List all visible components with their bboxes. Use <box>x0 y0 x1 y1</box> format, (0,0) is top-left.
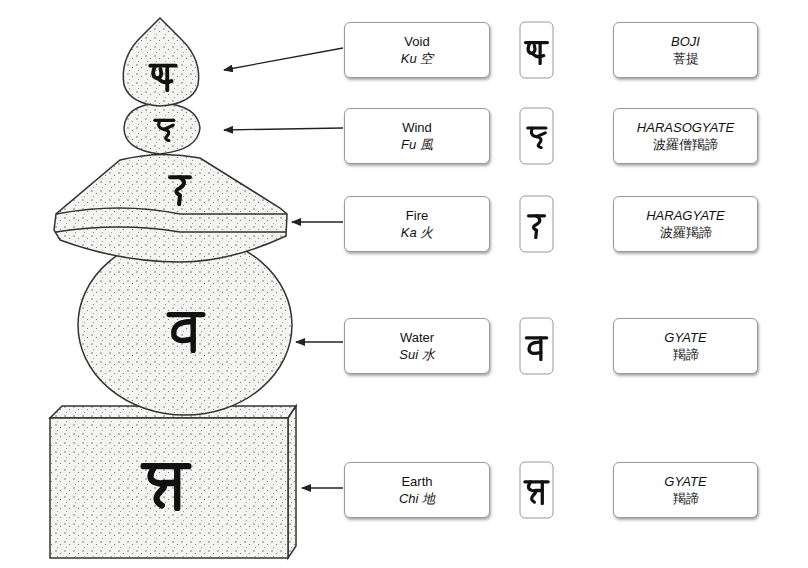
box-title: GYATE <box>664 329 706 346</box>
box-subtitle: 羯諦 <box>673 490 699 507</box>
box-subtitle: 菩提 <box>673 50 699 67</box>
box-title: Wind <box>402 119 432 136</box>
box-subtitle: 波羅僧羯諦 <box>653 136 718 153</box>
box-subtitle: 波羅羯諦 <box>660 224 712 241</box>
box-title: BOJI <box>671 33 700 50</box>
box-subtitle: Ka 火 <box>401 224 434 241</box>
box-title: Void <box>404 33 429 50</box>
box-subtitle: Sui 水 <box>399 346 434 363</box>
box-title: HARAGYATE <box>646 207 725 224</box>
mantra-box: GYATE羯諦 <box>613 462 758 518</box>
element-box: WindFu 風 <box>344 108 490 164</box>
mantra-box: HARASOGYATE波羅僧羯諦 <box>613 108 758 164</box>
element-box: VoidKu 空 <box>344 22 490 78</box>
element-box: FireKa 火 <box>344 196 490 252</box>
mantra-box: GYATE羯諦 <box>613 318 758 374</box>
box-subtitle: Ku 空 <box>401 50 434 67</box>
box-subtitle: Fu 風 <box>401 136 433 153</box>
mantra-box: HARAGYATE波羅羯諦 <box>613 196 758 252</box>
box-title: GYATE <box>664 473 706 490</box>
element-box: EarthChi 地 <box>344 462 490 518</box>
box-title: Fire <box>406 207 428 224</box>
mantra-box: BOJI菩提 <box>613 22 758 78</box>
box-title: HARASOGYATE <box>637 119 734 136</box>
box-subtitle: 羯諦 <box>673 346 699 363</box>
box-title: Earth <box>401 473 432 490</box>
box-title: Water <box>400 329 434 346</box>
box-subtitle: Chi 地 <box>399 490 435 507</box>
element-box: WaterSui 水 <box>344 318 490 374</box>
